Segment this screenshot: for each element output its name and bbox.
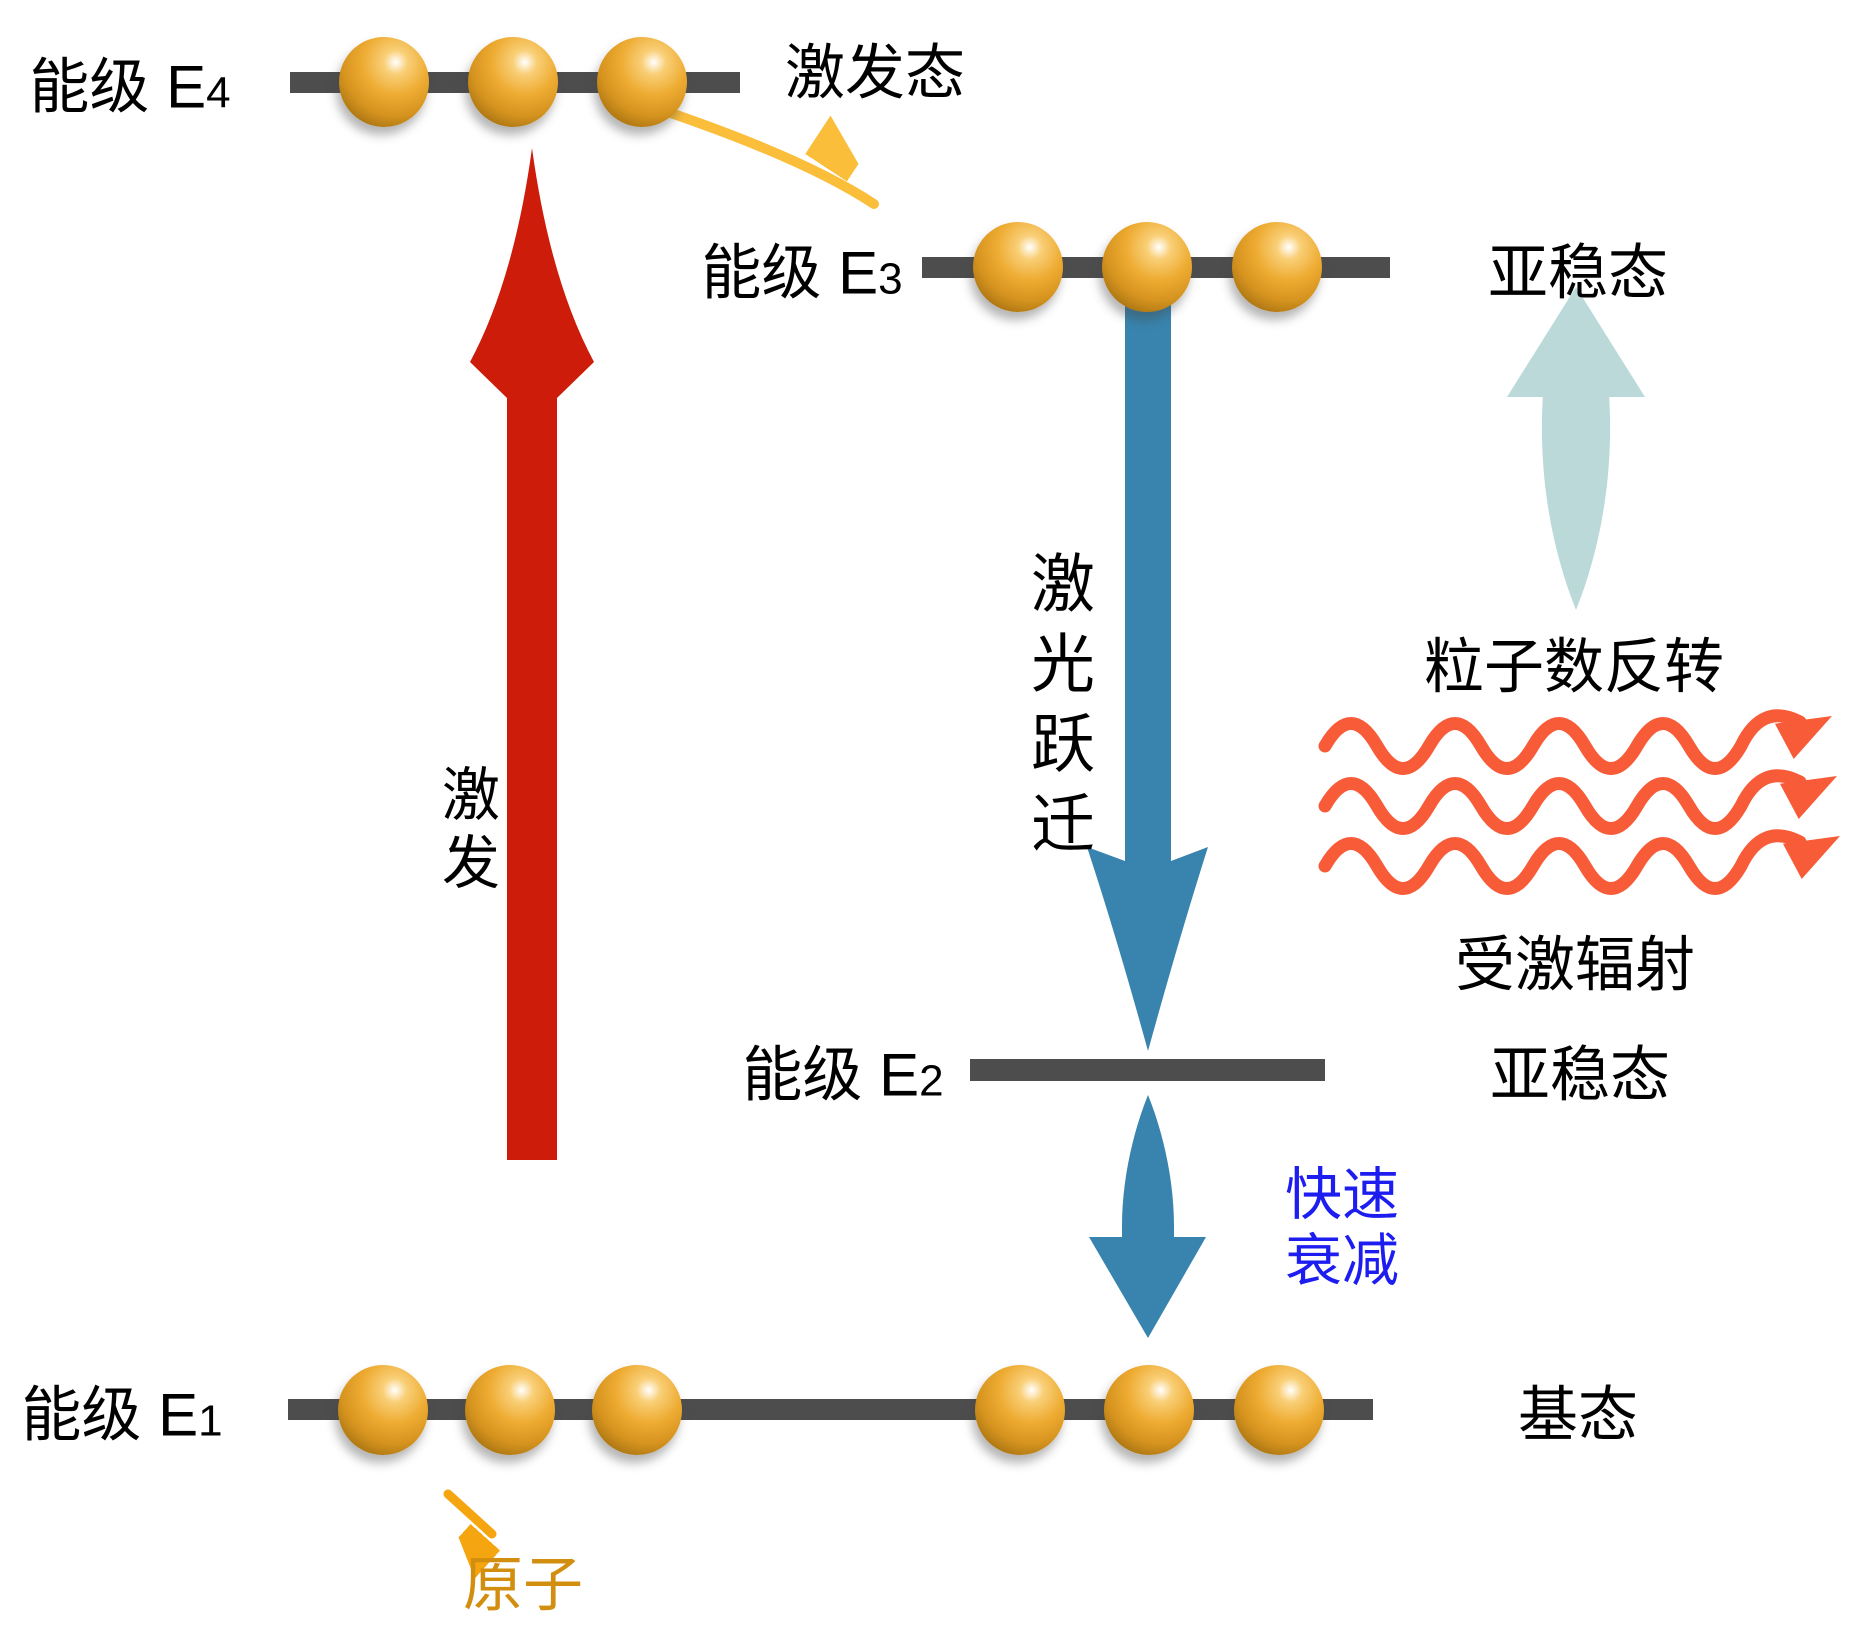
level-label-e2: 能级 E2 [742,1027,943,1114]
atom-sphere [1232,222,1322,312]
atom-sphere [1234,1365,1324,1455]
atom-label: 原子 [463,1551,583,1619]
fast-decay-line1: 快速 [1285,1163,1399,1227]
excitation-label: 激发 [433,764,498,900]
fast-decay-arrow [1089,1095,1206,1338]
population-inversion-label: 粒子数反转 [1424,633,1724,701]
level-label-text: 能级 E [21,1381,199,1449]
stimulated-emission-wave-arrowhead [1782,836,1840,880]
state-label-excited: 激发态 [785,39,965,107]
atom-sphere [592,1365,682,1455]
level-label-e4: 能级 E4 [29,39,230,126]
level-label-text: 能级 E [701,239,879,307]
atom-sphere [597,37,687,127]
atom-sphere [338,1365,428,1455]
stimulated-emission-label: 受激辐射 [1455,931,1695,999]
atom-pointer-arrow [443,1489,492,1534]
stimulated-emission-wave [1318,709,1807,775]
energy-level-bar-e1 [288,1399,1373,1420]
level-label-subscript: 2 [919,1056,944,1106]
level-label-subscript: 3 [878,254,903,304]
atom-sphere [975,1365,1065,1455]
level-label-text: 能级 E [29,53,207,121]
level-label-e1: 能级 E1 [21,1367,222,1454]
level-label-subscript: 1 [198,1396,223,1446]
state-label-metastable-e3: 亚稳态 [1488,239,1668,307]
level-label-subscript: 4 [206,68,231,118]
level-label-text: 能级 E [742,1041,920,1109]
fast-decay-label: 快速 衰减 [1285,1162,1399,1294]
energy-level-bar-e2 [970,1059,1325,1081]
population-inversion-arrow [1507,287,1645,397]
state-label-ground: 基态 [1518,1381,1638,1449]
stimulated-emission-wave [1318,829,1807,895]
atom-sphere [465,1365,555,1455]
atom-sphere [468,37,558,127]
atom-sphere [973,222,1063,312]
excitation-arrow [470,148,594,1160]
level-label-e3: 能级 E3 [701,225,902,312]
atom-sphere [339,37,429,127]
fast-decay-line2: 衰减 [1285,1229,1399,1293]
laser-transition-label: 激光跃迁 [1022,550,1094,870]
laser-transition-arrow [1087,295,1208,1051]
stimulated-emission-wave-arrowhead [1779,776,1837,820]
population-inversion-arrow-tail [1541,394,1611,610]
stimulated-emission-wave-arrowhead [1774,716,1832,760]
state-label-metastable-e2: 亚稳态 [1490,1041,1670,1109]
atom-sphere [1104,1365,1194,1455]
stimulated-emission-wave [1318,769,1807,835]
atom-sphere [1102,222,1192,312]
